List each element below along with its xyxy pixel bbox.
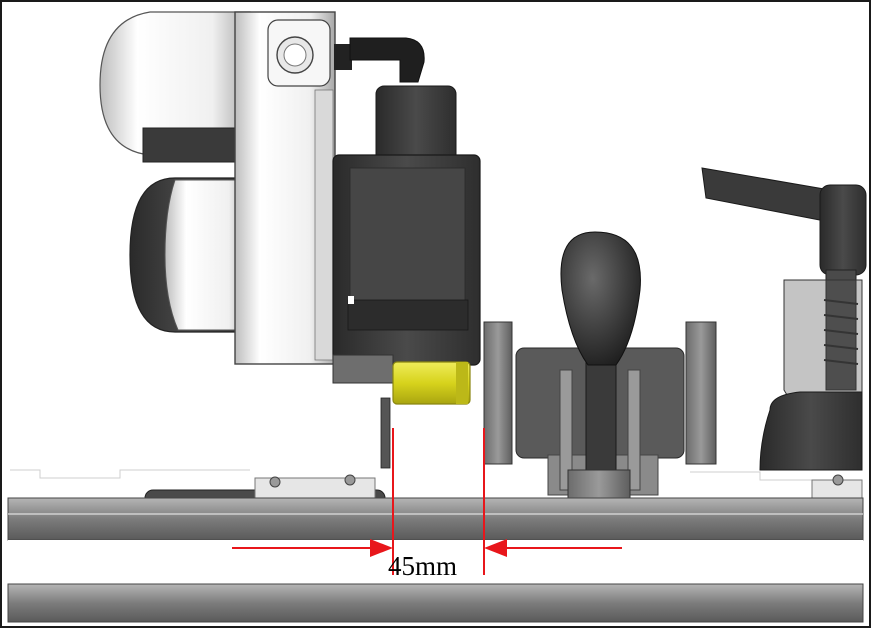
cable-connector [349,37,425,83]
housing-base-plate [332,354,394,384]
arrow-right-pointing-icon [370,539,393,557]
rail-lower [7,583,864,623]
rail-upper [7,497,864,541]
column-edge-bevel [314,89,334,361]
right-guide-plate [685,321,717,465]
head-cylinder [375,85,457,167]
right-clamp [701,167,867,471]
clamp-base-dome [759,391,863,471]
cutter-bit [380,397,391,469]
center-handle-assembly [483,231,717,603]
arrow-left-pointing-icon [484,539,507,557]
connector-stub [334,44,352,70]
clamp-knob-body [819,184,867,276]
guide-rail [7,474,864,623]
dimension-label: 45mm [388,551,458,581]
left-guide-plate [483,321,513,465]
upper-motor-dark-band [142,127,244,163]
dimension-annotation [232,428,622,575]
handle-knob-icon [560,231,641,366]
dashed-guide-lines [10,469,860,481]
lower-motor-highlight [164,179,251,331]
yellow-cutter [392,361,471,405]
motor-assembly [99,11,481,469]
